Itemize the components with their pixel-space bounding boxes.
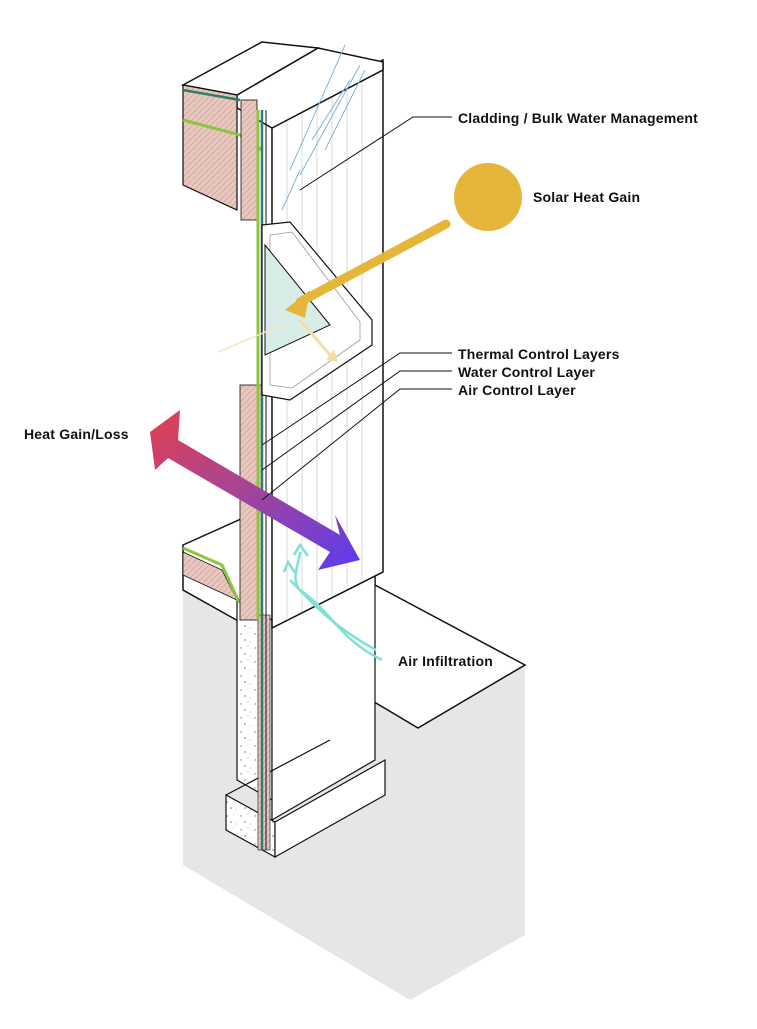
solar-reflected-arrow-icon <box>326 349 338 362</box>
label-cladding: Cladding / Bulk Water Management <box>458 110 699 126</box>
label-air-control: Air Control Layer <box>458 382 576 398</box>
upper-floor-section <box>182 84 238 211</box>
solar-arrowhead-icon <box>285 290 310 318</box>
leader-lines <box>261 116 452 501</box>
footing-edge <box>225 739 331 796</box>
solar-transmitted-ray <box>217 324 283 353</box>
solar-ray <box>295 219 451 307</box>
label-air-infiltration: Air Infiltration <box>398 653 493 669</box>
label-heat-gain-loss: Heat Gain/Loss <box>24 426 129 442</box>
label-thermal-control: Thermal Control Layers <box>458 346 620 362</box>
footing-face <box>274 758 386 859</box>
label-water-control: Water Control Layer <box>458 364 596 380</box>
air-infiltration-arrows-icon <box>282 542 383 662</box>
upper-roof-membrane <box>182 88 241 102</box>
sun-icon <box>454 163 522 231</box>
heat-gain-loss-arrow-icon <box>150 410 360 570</box>
label-solar-heat-gain: Solar Heat Gain <box>533 189 641 205</box>
foundation-insulation <box>257 614 271 851</box>
rain-streaks <box>281 44 366 211</box>
upper-wall-insulation <box>240 99 258 221</box>
solar-reflected-ray <box>298 319 332 356</box>
window-frame-inner <box>269 231 361 389</box>
